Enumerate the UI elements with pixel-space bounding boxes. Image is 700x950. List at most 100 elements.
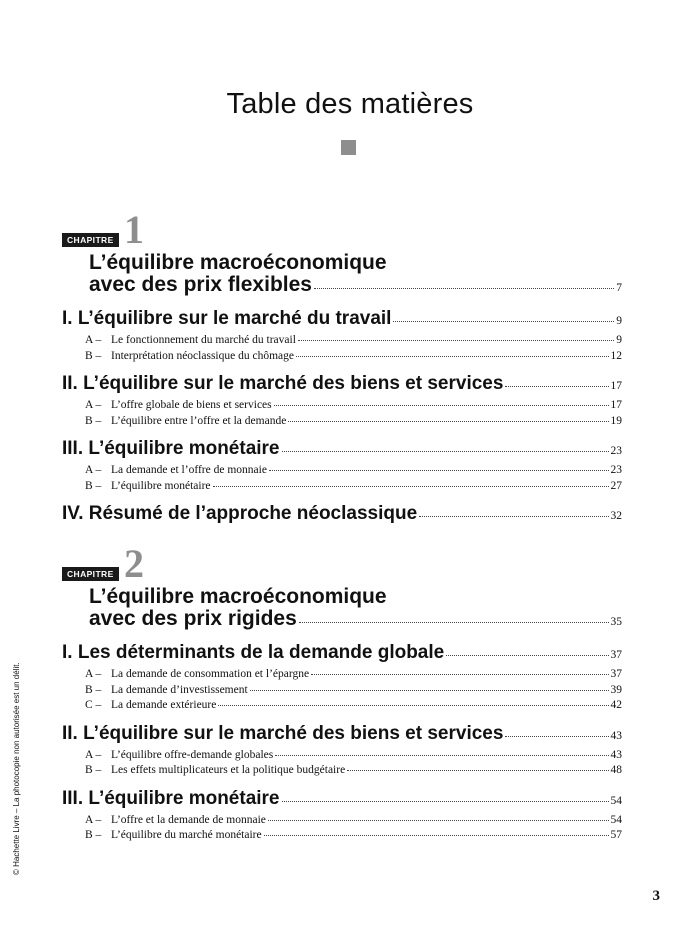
subsection-label: L’équilibre monétaire: [111, 479, 211, 492]
dot-leader: [505, 386, 609, 387]
subsection-label: La demande d’investissement: [111, 683, 248, 696]
toc-subsection[interactable]: B – L’équilibre entre l’offre et la deman…: [85, 414, 622, 430]
dot-leader: [347, 770, 609, 771]
subsection-key: B –: [85, 829, 102, 841]
subsection-label: La demande et l’offre de monnaie: [111, 464, 267, 476]
subsection-page: 39: [610, 683, 623, 696]
subsection-page: 17: [610, 399, 623, 411]
chapter-header: CHAPITRE 2: [62, 541, 622, 586]
toc-subsection[interactable]: B – Interprétation néoclassique du chômag…: [85, 349, 622, 365]
section-page: 43: [610, 729, 623, 742]
dot-leader: [311, 674, 609, 675]
section-label: III. L’équilibre monétaire: [62, 787, 280, 809]
subsection-page: 12: [610, 349, 623, 362]
subsection-key: B –: [85, 414, 102, 427]
chapter-title-line2: avec des prix rigides: [89, 607, 297, 630]
subsection-key: B –: [85, 683, 102, 696]
toc-section[interactable]: I. L’équilibre sur le marché du travail 9: [62, 307, 622, 333]
page-number: 3: [652, 888, 661, 904]
subsection-label: L’offre globale de biens et services: [111, 399, 272, 411]
copyright-note: © Hachette Livre – La photocopie non aut…: [12, 662, 21, 875]
toc-section[interactable]: II. L’équilibre sur le marché des biens …: [62, 722, 622, 748]
chapter-header: CHAPITRE 1: [62, 207, 622, 252]
subsection-page: 54: [610, 813, 623, 826]
subsection-key: A –: [85, 748, 102, 761]
chapter-page: 7: [616, 282, 622, 294]
section-label: II. L’équilibre sur le marché des biens …: [62, 373, 504, 394]
section-label: III. L’équilibre monétaire: [62, 438, 280, 459]
subsection-page: 9: [616, 334, 622, 346]
subsection-page: 48: [610, 764, 623, 776]
dot-leader: [268, 470, 609, 471]
subsection-key: A –: [85, 334, 102, 346]
subsection-label: Interprétation néoclassique du chômage: [111, 349, 294, 362]
subsection-page: 57: [610, 829, 623, 841]
chapter-badge: CHAPITRE: [62, 567, 119, 581]
subsection-key: B –: [85, 349, 102, 362]
section-page: 32: [610, 510, 623, 522]
toc-section[interactable]: III. L’équilibre monétaire 23: [62, 437, 622, 463]
dot-leader: [297, 340, 615, 341]
section-label: IV. Résumé de l’approche néoclassique: [62, 503, 418, 524]
subsection-label: Les effets multiplicateurs et la politiq…: [111, 764, 346, 776]
dot-leader: [446, 655, 609, 656]
subsection-key: A –: [85, 668, 102, 680]
dot-leader: [505, 735, 609, 737]
dot-leader: [249, 689, 609, 691]
dot-leader: [212, 485, 609, 487]
dot-leader: [419, 516, 609, 517]
chapter-badge: CHAPITRE: [62, 233, 119, 247]
page-title: Table des matières: [226, 88, 474, 120]
toc-section[interactable]: II. L’équilibre sur le marché des biens …: [62, 372, 622, 398]
chapter-title-line2: avec des prix flexibles: [89, 273, 312, 296]
dot-leader: [288, 420, 609, 422]
toc-section[interactable]: III. L’équilibre monétaire 54: [62, 787, 622, 813]
subsection-label: L’équilibre entre l’offre et la demande: [111, 414, 287, 427]
dot-leader: [263, 835, 609, 836]
dot-leader: [218, 705, 609, 706]
section-page: 37: [610, 649, 623, 661]
subsection-label: Le fonctionnement du marché du travail: [111, 334, 296, 346]
section-page: 9: [616, 315, 622, 327]
dot-leader: [281, 800, 609, 802]
chapter-number: 2: [124, 541, 144, 586]
toc-subsection[interactable]: A – L’offre et la demande de monnaie 54: [85, 813, 622, 829]
section-page: 23: [610, 445, 623, 457]
chapter-title-line1: L’équilibre macroéconomique: [89, 251, 387, 274]
subsection-label: L’équilibre offre-demande globales: [111, 748, 274, 761]
toc-subsection[interactable]: A – La demande de consommation et l’éparg…: [85, 667, 622, 683]
subsection-label: L’équilibre du marché monétaire: [111, 829, 262, 841]
dot-leader: [273, 405, 609, 406]
subsection-page: 42: [610, 699, 623, 711]
dot-leader: [267, 819, 609, 821]
dot-leader: [275, 754, 609, 756]
toc-subsection[interactable]: A – La demande et l’offre de monnaie 23: [85, 463, 622, 479]
subsection-key: A –: [85, 813, 102, 826]
toc-subsection[interactable]: B – Les effets multiplicateurs et la poli…: [85, 763, 622, 779]
chapter-number: 1: [124, 207, 144, 252]
section-label: I. L’équilibre sur le marché du travail: [62, 308, 392, 329]
toc-section[interactable]: IV. Résumé de l’approche néoclassique 32: [62, 502, 622, 528]
toc-subsection[interactable]: B – La demande d’investissement 39: [85, 683, 622, 699]
subsection-key: B –: [85, 764, 102, 776]
dot-leader: [393, 321, 615, 322]
toc-section[interactable]: I. Les déterminants de la demande global…: [62, 641, 622, 667]
toc-subsection[interactable]: A – Le fonctionnement du marché du travai…: [85, 333, 622, 349]
toc-subsection[interactable]: B – L’équilibre du marché monétaire 57: [85, 828, 622, 844]
dot-leader: [298, 622, 609, 623]
subsection-label: La demande de consommation et l’épargne: [111, 668, 310, 680]
section-label: I. Les déterminants de la demande global…: [62, 642, 445, 663]
subsection-page: 19: [610, 414, 623, 427]
title-ornament-square: [341, 140, 356, 155]
section-page: 54: [610, 794, 623, 807]
subsection-key: A –: [85, 464, 102, 476]
subsection-key: C –: [85, 699, 102, 711]
subsection-page: 23: [610, 464, 623, 476]
subsection-label: L’offre et la demande de monnaie: [111, 813, 266, 826]
